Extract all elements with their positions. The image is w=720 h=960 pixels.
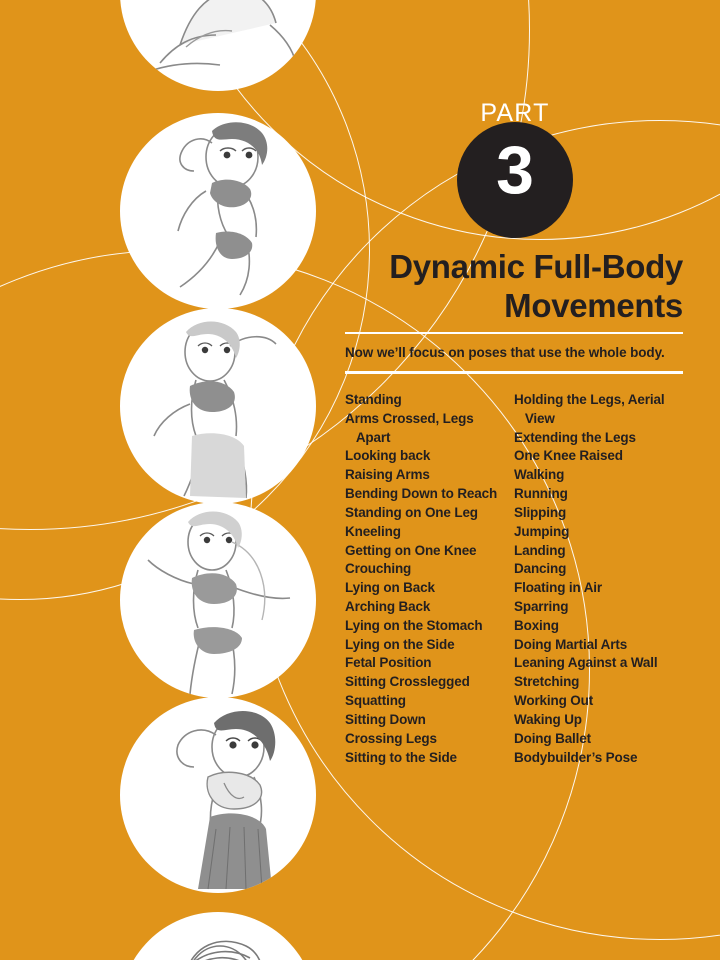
toc-item[interactable]: Raising Arms (345, 467, 430, 483)
toc-item[interactable]: Working Out (514, 693, 594, 709)
toc-item[interactable]: Getting on One Knee (345, 542, 477, 558)
toc-item[interactable]: Bending Down to Reach (345, 486, 498, 502)
toc-item[interactable]: Sitting Down (345, 711, 426, 727)
page-title: Dynamic Full-Body Movements (389, 248, 683, 324)
pose-arms-outstretched-icon (147, 511, 291, 695)
toc-item[interactable]: Looking back (345, 448, 431, 464)
toc-item[interactable]: Sitting to the Side (345, 749, 457, 765)
toc-item[interactable]: Standing on One Leg (345, 504, 478, 520)
toc-item[interactable]: Sitting Crosslegged (345, 674, 470, 690)
toc-item[interactable]: Slipping (514, 504, 567, 520)
toc-item[interactable]: Walking (514, 467, 565, 483)
divider-top (345, 331, 683, 335)
pose-illustration-circle (120, 0, 316, 91)
toc-item[interactable]: Arms Crossed, Legs Apart (345, 410, 474, 445)
toc-item[interactable]: Running (514, 486, 568, 502)
pose-illustration-circle (120, 912, 316, 960)
toc-item[interactable]: Extending the Legs (514, 429, 636, 445)
toc-item[interactable]: One Knee Raised (514, 448, 623, 464)
page-subtitle: Now we’ll focus on poses that use the wh… (345, 345, 665, 361)
toc-item[interactable]: Stretching (514, 674, 580, 690)
toc-item[interactable]: Doing Ballet (514, 730, 591, 746)
toc-item[interactable]: Jumping (514, 523, 570, 539)
toc-item[interactable]: Boxing (514, 617, 559, 633)
content-block: Dynamic Full-Body Movements Now we’ll fo… (345, 248, 683, 767)
toc-item[interactable]: Bodybuilder’s Pose (514, 749, 638, 765)
toc-item[interactable]: Waking Up (514, 711, 582, 727)
toc-item[interactable]: Fetal Position (345, 655, 432, 671)
pose-illustration-circle (120, 697, 316, 893)
toc-item[interactable]: Standing (345, 391, 402, 407)
toc-item[interactable]: Holding the Legs, Aerial View (514, 391, 665, 426)
pose-illustration-circle (120, 308, 316, 504)
pose-hand-to-head-leaning-icon (176, 711, 276, 890)
part-label: PART (480, 99, 550, 127)
toc-item[interactable]: Lying on the Stomach (345, 617, 483, 633)
toc-item[interactable]: Doing Martial Arts (514, 636, 628, 652)
toc-item[interactable]: Dancing (514, 561, 567, 577)
toc-item[interactable]: Crossing Legs (345, 730, 437, 746)
toc-item[interactable]: Lying on the Side (345, 636, 455, 652)
toc-item[interactable]: Crouching (345, 561, 412, 577)
pose-sitting-legs-out-icon (149, 0, 297, 72)
divider-bottom (345, 371, 683, 374)
toc-item[interactable]: Sparring (514, 598, 569, 614)
part-number: 3 (496, 132, 534, 208)
pose-portrait-looking-up-icon (190, 940, 261, 960)
toc-item[interactable]: Lying on Back (345, 580, 435, 596)
toc-item[interactable]: Landing (514, 542, 566, 558)
toc-item[interactable]: Squatting (345, 693, 406, 709)
pose-arms-overhead-stretch-icon (153, 321, 277, 499)
toc-item[interactable]: Leaning Against a Wall (514, 655, 658, 671)
pose-arm-behind-head-icon (177, 122, 268, 296)
toc-item[interactable]: Kneeling (345, 523, 401, 539)
pose-illustration-circle (120, 113, 316, 309)
toc-item[interactable]: Floating in Air (514, 580, 602, 596)
part-badge-circle (457, 122, 573, 238)
pose-illustration-circle (120, 502, 316, 698)
toc-item[interactable]: Arching Back (345, 598, 431, 614)
